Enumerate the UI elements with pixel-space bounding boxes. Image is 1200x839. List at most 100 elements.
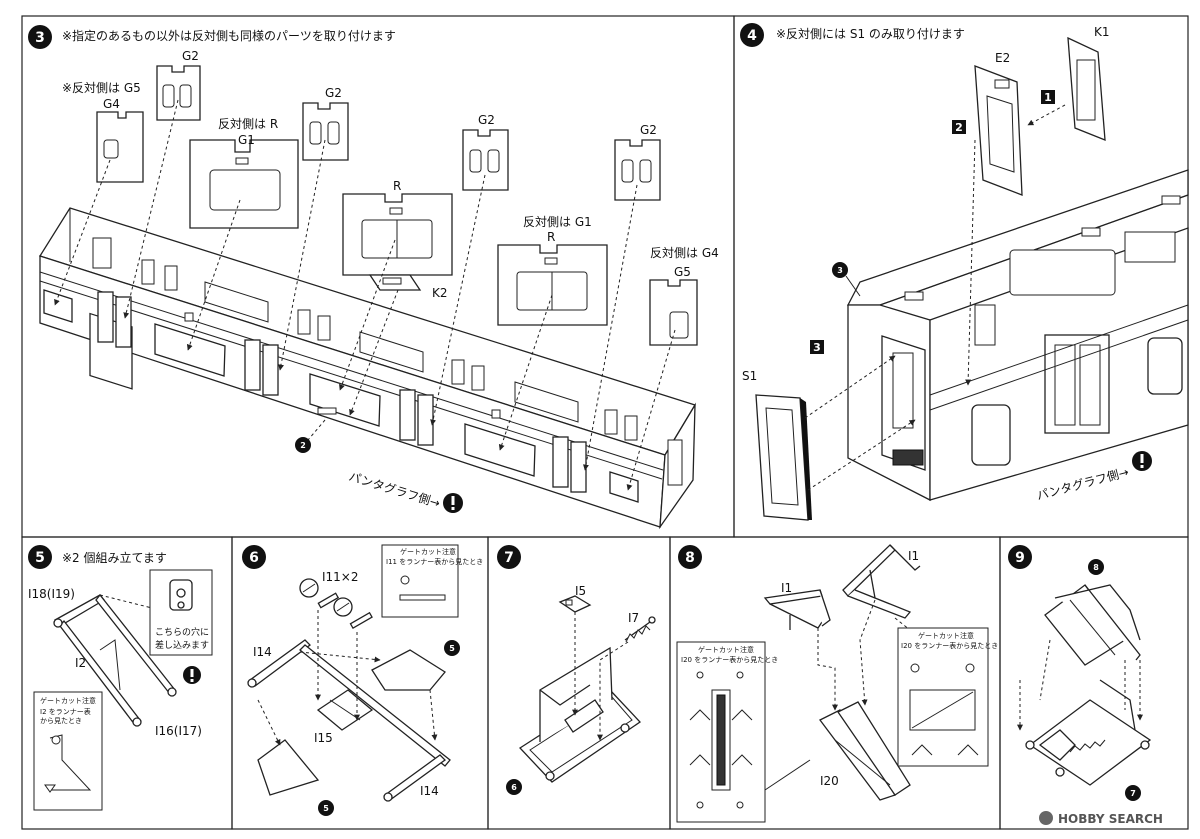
sq-badge-3: 3 [810,340,824,354]
svg-text:I20 をランナー表から見たとき: I20 をランナー表から見たとき [681,655,778,664]
part-g2-d [614,139,661,201]
label-e2: E2 [995,51,1010,65]
part-i5 [558,595,592,613]
label-g2-a: G2 [182,49,199,63]
part-g2-c [462,129,509,191]
hole-note-line2: 差し込みます [155,639,209,651]
step5-note: ※2 個組み立てます [62,550,167,565]
label-r-note: 反対側は R [218,117,278,131]
part-i7-spring [624,616,656,643]
part-k2 [368,274,422,291]
ref-badge-5-a: 5 [444,640,460,656]
gate-cut-title: ゲートカット注意 [40,696,96,705]
step8-number: 8 [685,550,695,566]
label-i14-a: I14 [253,645,272,659]
step7-leader-lines [572,612,629,741]
pantograph-arm-step5 [53,593,177,727]
step7-number: 7 [504,550,514,566]
step9-number: 9 [1015,550,1025,566]
part-g2-a [156,65,201,121]
label-g1: G1 [238,133,255,147]
part-s1 [755,394,812,521]
step4-number: 4 [747,28,757,44]
gate-cut-box-step8-right: ゲートカット注意 I20 をランナー表から見たとき [897,627,998,767]
step9-leader-lines [1017,639,1143,731]
label-i5: I5 [575,584,586,598]
label-k2: K2 [432,286,448,300]
watermark-text: HOBBY SEARCH [1058,812,1163,826]
part-e2 [974,65,1023,196]
svg-text:3: 3 [837,266,843,275]
gate-cut-box-step8-left: ゲートカット注意 I20 をランナー表から見たとき [676,641,811,823]
part-g5 [649,279,698,346]
panel-step9-border [999,536,1189,830]
part-g2-b [302,102,349,161]
step8-badge: 8 [678,545,702,569]
pantograph-assembled-step9 [1025,584,1152,786]
step8-panel: 8 I1 I1 I20 ゲートカット注意 [676,544,998,823]
label-r: R [393,179,401,193]
ref-badge-7: 7 [1125,785,1141,801]
step5-badge: 5 [28,545,52,569]
label-g1-note: 反対側は G1 [523,215,592,229]
part-g1 [189,139,299,229]
label-k1: K1 [1094,25,1110,39]
label-i14-b: I14 [420,784,439,798]
svg-text:5: 5 [323,804,329,813]
part-r-a [342,193,453,276]
svg-text:I20 をランナー表から見たとき: I20 をランナー表から見たとき [901,641,998,650]
part-g4 [96,111,144,183]
label-g5: G5 [674,265,691,279]
step6-badge: 6 [242,545,266,569]
part-k1 [1067,36,1106,141]
label-g2-c: G2 [478,113,495,127]
svg-text:から見たとき: から見たとき [40,717,82,725]
svg-text:I11 をランナー表から見たとき: I11 をランナー表から見たとき [386,557,483,566]
svg-text:2: 2 [300,441,306,450]
label-pantograph-side-step4: パンタグラフ側→ [1035,465,1130,503]
step6-leader-lines [257,610,438,746]
svg-text:3: 3 [813,341,821,354]
label-i2: I2 [75,656,86,670]
gate-cut-title: ゲートカット注意 [918,631,974,640]
sq-badge-1: 1 [1041,90,1055,104]
panel-borders [21,15,1189,830]
label-i1-b: I1 [908,549,919,563]
label-g4-note: 反対側は G4 [650,246,719,260]
label-i20: I20 [820,774,839,788]
svg-text:5: 5 [449,644,455,653]
pin-i11-a [299,578,340,609]
step3-badge: 3 [28,25,52,49]
label-i16: I16(I17) [155,724,202,738]
label-pantograph-side: パンタグラフ側→ [347,469,442,510]
gate-cut-title: ゲートカット注意 [400,547,456,556]
step7-panel: 7 I5 I7 6 [497,545,656,795]
label-g4: G4 [103,97,120,111]
label-i15: I15 [314,731,333,745]
label-i11: I11×2 [322,570,359,584]
watermark: HOBBY SEARCH [1039,811,1163,826]
label-s1: S1 [742,369,757,383]
step3-panel: 3 ※指定のあるもの以外は反対側も同様のパーツを取り付けます [28,25,719,530]
ref-badge-5-b: 5 [318,800,334,816]
step4-leader-lines [804,104,1066,491]
step9-badge: 9 [1008,545,1032,569]
step9-panel: 9 8 7 [1008,545,1152,801]
label-i7: I7 [628,611,639,625]
svg-text:8: 8 [1093,563,1099,572]
gate-cut-box-step5: ゲートカット注意 I2 をランナー表 から見たとき [33,691,103,811]
ref-badge-8: 8 [1088,559,1104,575]
label-r-2: R [547,230,555,244]
step3-leader-lines [54,99,676,491]
svg-text:2: 2 [955,121,963,134]
ref-badge-2: 2 [295,437,311,453]
pantograph-side-indicator-step3: パンタグラフ側→ [347,469,463,513]
svg-text:I2 をランナー表: I2 をランナー表 [40,707,91,716]
part-r-b [497,244,608,326]
label-g2-d: G2 [640,123,657,137]
step5-panel: 5 ※2 個組み立てます こちらの穴に 差し込みます I18(I19) I2 I… [28,545,213,811]
svg-text:1: 1 [1044,91,1052,104]
pin-i11-b [333,597,373,629]
step7-badge: 7 [497,545,521,569]
